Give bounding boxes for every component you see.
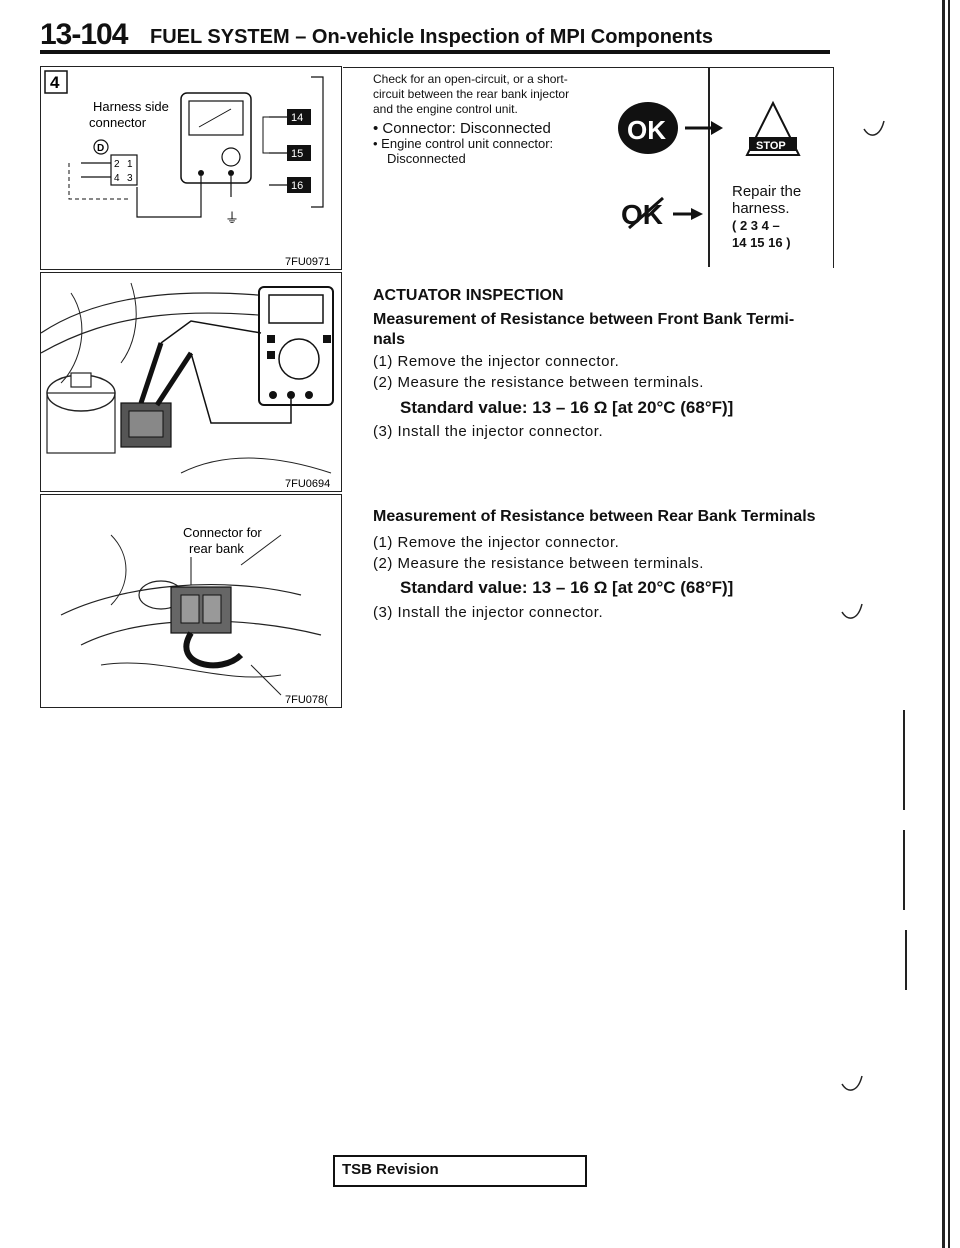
repair-line-3: ( 2 3 4 –	[732, 218, 780, 233]
check-instructions: Check for an open-circuit, or a short- c…	[373, 72, 673, 166]
rear-standard-value: Standard value: 13 – 16 Ω [at 20°C (68°F…	[400, 578, 734, 597]
svg-text:15: 15	[291, 148, 303, 160]
figure-code-2: 7FU0694	[285, 478, 330, 490]
svg-text:D: D	[97, 143, 104, 154]
rear-bank-illustration: Connector for rear bank 7FU078(	[60, 525, 328, 706]
figure-front-bank-measurement: 7FU0694	[40, 272, 342, 492]
repair-line-2: harness.	[732, 200, 790, 217]
margin-mark-3	[905, 930, 907, 990]
stop-label: STOP	[756, 140, 786, 152]
margin-hook-2	[841, 603, 863, 619]
ok-flow: OK STOP	[618, 100, 801, 156]
rear-bank-label: rear bank	[189, 541, 244, 556]
figure-code-3: 7FU078(	[285, 694, 328, 706]
svg-text:1: 1	[127, 159, 133, 170]
actuator-heading: ACTUATOR INSPECTION	[373, 287, 564, 304]
check-line-1: Check for an open-circuit, or a short-	[373, 72, 568, 86]
ok-badge-label: OK	[627, 115, 666, 145]
check-line-2: circuit between the rear bank injector	[373, 87, 570, 101]
svg-text:16: 16	[291, 180, 303, 192]
header-rule	[40, 50, 830, 54]
harness-side-label: Harness side	[93, 99, 169, 114]
check-bullet-1: • Connector: Disconnected	[373, 120, 551, 137]
binding-rule	[942, 0, 945, 1248]
svg-text:2: 2	[114, 159, 120, 170]
figure-rear-bank-connector: Connector for rear bank 7FU078(	[40, 494, 342, 708]
figure-harness-connector: 4 Harness side connector D 2 1 4 3 ⏚ 14 …	[40, 66, 342, 270]
check-bullet-2b: Disconnected	[387, 151, 466, 166]
check-line-3: and the engine control unit.	[373, 102, 518, 116]
repair-instructions: Repair the harness. ( 2 3 4 – 14 15 16 )	[732, 183, 801, 251]
margin-mark-2	[903, 830, 905, 910]
ng-flow: OK	[621, 196, 703, 230]
repair-line-4: 14 15 16 )	[732, 235, 791, 250]
check-table-divider	[708, 67, 710, 267]
tsb-revision-box	[333, 1155, 587, 1187]
front-step-2: (2) Measure the resistance between termi…	[373, 374, 704, 391]
margin-hook-3	[841, 1075, 863, 1091]
connector-label: connector	[89, 115, 147, 130]
harness-circuit-diagram: 4 Harness side connector D 2 1 4 3 ⏚ 14 …	[44, 70, 330, 268]
front-step-3: (3) Install the injector connector.	[373, 423, 604, 440]
rear-step-1: (1) Remove the injector connector.	[373, 534, 620, 551]
binding-rule-thin	[948, 0, 950, 1248]
svg-text:14: 14	[291, 112, 303, 124]
connector-for-label: Connector for	[183, 525, 262, 540]
svg-text:⏚: ⏚	[225, 210, 239, 226]
rear-step-2: (2) Measure the resistance between termi…	[373, 555, 704, 572]
svg-text:4: 4	[114, 173, 120, 184]
svg-text:3: 3	[127, 173, 133, 184]
front-standard-value: Standard value: 13 – 16 Ω [at 20°C (68°F…	[400, 398, 734, 417]
tsb-revision-label: TSB Revision	[342, 1161, 439, 1178]
page-title: FUEL SYSTEM – On-vehicle Inspection of M…	[150, 26, 714, 48]
check-bullet-2: • Engine control unit connector:	[373, 136, 554, 151]
front-bank-title: Measurement of Resistance between Front …	[373, 311, 795, 348]
check-table	[343, 67, 834, 268]
rear-step-3: (3) Install the injector connector.	[373, 604, 604, 621]
figure-code-1: 7FU0971	[285, 256, 330, 268]
margin-mark-1	[903, 710, 905, 810]
step-number: 4	[50, 73, 60, 92]
front-bank-illustration: 7FU0694	[40, 282, 334, 490]
page-number: 13-104	[40, 18, 128, 51]
margin-hook-1	[863, 120, 885, 136]
front-step-1: (1) Remove the injector connector.	[373, 353, 620, 370]
repair-line-1: Repair the	[732, 183, 802, 200]
rear-bank-title: Measurement of Resistance between Rear B…	[373, 508, 816, 525]
